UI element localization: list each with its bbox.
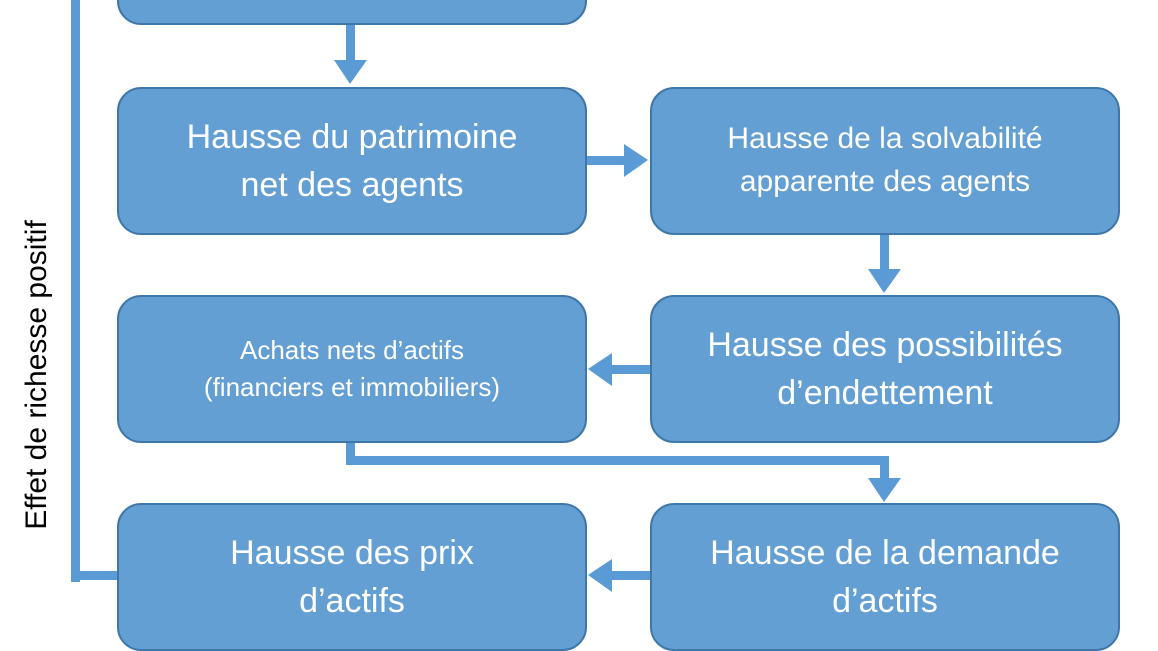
box-achats-nets-line2: (financiers et immobiliers) xyxy=(203,372,501,402)
box-hausse-demande: Hausse de la demande d’actifs xyxy=(650,503,1120,651)
arrow-achats-to-demande-head xyxy=(868,478,901,502)
arrow-solvabilite-to-endettement-head xyxy=(868,269,901,293)
arrow-demande-to-prix-shaft xyxy=(610,571,652,580)
arrow-top-to-patrimoine-head xyxy=(334,60,367,84)
arrow-layer xyxy=(71,0,901,592)
arrow-achats-to-demande-drop xyxy=(346,440,355,465)
arrow-endettement-to-achats-head xyxy=(588,353,612,386)
arrow-patrimoine-to-solvabilite-head xyxy=(624,144,648,177)
arrow-achats-to-demande-down xyxy=(880,456,889,480)
feedback-loop-line-vertical xyxy=(71,0,80,582)
box-hausse-solvabilite: Hausse de la solvabilité apparente des a… xyxy=(650,87,1120,235)
box-hausse-endettement-line1: Hausse des possibilités xyxy=(707,325,1063,364)
arrow-solvabilite-to-endettement-shaft xyxy=(880,233,889,271)
arrow-achats-to-demande-run xyxy=(346,456,889,465)
box-hausse-prix-line2: d’actifs xyxy=(299,582,405,620)
box-hausse-endettement: Hausse des possibilités d’endettement xyxy=(650,295,1120,443)
box-hausse-solvabilite-line2: apparente des agents xyxy=(739,165,1031,198)
box-hausse-prix: Hausse des prix d’actifs xyxy=(117,503,587,651)
arrow-demande-to-prix-head xyxy=(588,559,612,592)
box-achats-nets: Achats nets d’actifs (financiers et immo… xyxy=(117,295,587,443)
box-hausse-demande-line1: Hausse de la demande xyxy=(710,533,1060,572)
arrow-top-to-patrimoine-shaft xyxy=(346,24,355,62)
box-hausse-prix-line1: Hausse des prix xyxy=(230,533,474,572)
box-achats-nets-line1: Achats nets d’actifs xyxy=(240,335,464,366)
feedback-loop-line-horizontal xyxy=(71,571,121,580)
box-hausse-patrimoine: Hausse du patrimoine net des agents xyxy=(117,87,587,235)
box-hausse-patrimoine-line2: net des agents xyxy=(240,166,464,204)
box-hausse-endettement-line2: d’endettement xyxy=(777,374,993,412)
box-top-cutoff xyxy=(117,0,587,25)
box-hausse-patrimoine-line1: Hausse du patrimoine xyxy=(186,117,518,156)
arrow-endettement-to-achats-shaft xyxy=(610,365,652,374)
box-hausse-solvabilite-line1: Hausse de la solvabilité xyxy=(727,122,1043,156)
arrow-patrimoine-to-solvabilite-shaft xyxy=(586,156,626,165)
feedback-loop-label: Effet de richesse positif xyxy=(20,220,53,530)
box-hausse-demande-line2: d’actifs xyxy=(832,582,938,620)
